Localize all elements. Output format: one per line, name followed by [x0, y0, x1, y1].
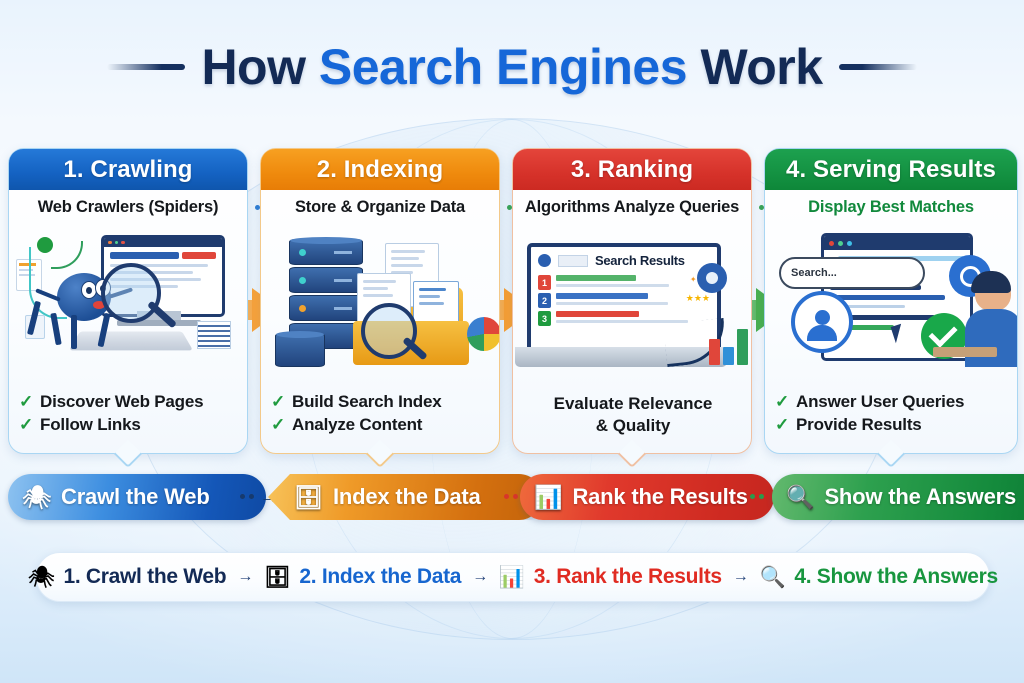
pill-show-the-answers[interactable]: 🔍 Show the Answers [772, 474, 1024, 520]
pill-label: Rank the Results [572, 484, 748, 509]
page-title: How Search Engines Work [0, 34, 1024, 100]
background-arc-2 [40, 591, 984, 683]
summary-item-label: 4. Show the Answers [794, 565, 998, 588]
step-card-subtitle: Web Crawlers (Spiders) [37, 198, 219, 216]
step-card-serving-results[interactable]: 4. Serving Results Display Best Matches [764, 148, 1018, 469]
step-card-subtitle: Display Best Matches [808, 198, 974, 216]
pill-crawl-the-web[interactable]: 🕷 Crawl the Web [8, 474, 266, 520]
pill-label: Index the Data [333, 484, 481, 509]
card-notch [617, 439, 647, 469]
bullet-item: ✓ Answer User Queries [775, 391, 1009, 414]
bullet-label: Provide Results [796, 415, 922, 435]
step-card-header: 2. Indexing [261, 149, 499, 190]
rank-badge: 1 [538, 275, 551, 290]
spider-icon: 🕷 [22, 483, 51, 510]
summary-item-label: 1. Crawl the Web [63, 565, 227, 588]
step-card-indexing[interactable]: 2. Indexing Store & Organize Data [260, 148, 500, 469]
card-notch [365, 439, 395, 469]
step-card-crawling[interactable]: 1. Crawling Web Crawlers (Spiders) [8, 148, 248, 469]
bullet-item: ✓ Analyze Content [271, 414, 491, 437]
page-title-text: How Search Engines Work [201, 38, 823, 96]
step-card-bullets: Evaluate Relevance & Quality [523, 393, 743, 437]
ranking-illustration: Search Results 1 ✦✧✕ 2 [513, 229, 751, 369]
magnifier-icon: 🔍 [786, 483, 815, 510]
card-notch [113, 439, 143, 469]
step-card-ranking[interactable]: 3. Ranking Algorithms Analyze Queries Se… [512, 148, 752, 469]
bullet-label: Discover Web Pages [40, 392, 204, 412]
title-rule-right [838, 64, 917, 70]
rank-badge: 2 [538, 293, 551, 308]
pill-index-the-data[interactable]: 🗄 Index the Data [268, 474, 542, 520]
crawling-illustration [9, 229, 247, 369]
check-icon: ✓ [775, 415, 790, 435]
summary-item-label: 2. Index the Data [299, 565, 462, 588]
title-rule-left [107, 64, 186, 70]
step-card-bullets: ✓ Discover Web Pages ✓ Follow Links [19, 391, 239, 437]
step-card-bullets: ✓ Build Search Index ✓ Analyze Content [271, 391, 491, 437]
bullet-item: ✓ Follow Links [19, 414, 239, 437]
results-panel-title: Search Results [595, 253, 685, 268]
step-card-subtitle: Store & Organize Data [294, 198, 465, 216]
summary-bar: 🕷 1. Crawl the Web → 🗄 2. Index the Data… [28, 552, 998, 602]
pill-label: Show the Answers [824, 484, 1017, 509]
bullet-label: Evaluate Relevance [553, 393, 713, 413]
magnifier-icon: 🔍 [759, 565, 786, 589]
check-icon: ✓ [19, 415, 34, 435]
step-card-subtitle: Algorithms Analyze Queries [524, 198, 740, 216]
title-part-1: How [201, 39, 319, 95]
search-bubble: Search... [779, 257, 925, 289]
serving-illustration: Search... [765, 229, 1017, 369]
bullet-label: Follow Links [40, 415, 141, 435]
bullet-item: ✓ Provide Results [775, 414, 1009, 437]
title-part-2: Search Engines [318, 39, 688, 95]
step-card-header: 1. Crawling [9, 149, 247, 190]
check-icon: ✓ [271, 415, 286, 435]
bullet-label: Build Search Index [292, 392, 442, 412]
arrow-icon: → [732, 568, 749, 585]
action-pills-row: 🕷 Crawl the Web → 🗄 Index the Data → 📊 R… [0, 474, 1024, 522]
background-arc-1 [0, 591, 1024, 683]
bullet-item: ✓ Build Search Index [271, 391, 491, 414]
summary-item-label: 3. Rank the Results [533, 565, 722, 588]
bullet-label: Analyze Content [292, 415, 423, 435]
database-icon: 🗄 [264, 565, 291, 589]
title-part-3: Work [687, 39, 823, 95]
indexing-illustration [261, 229, 499, 369]
steps-row: 1. Crawling Web Crawlers (Spiders) [0, 148, 1024, 469]
bar-chart-icon: 📊 [534, 483, 563, 510]
step-card-header: 3. Ranking [513, 149, 751, 190]
check-icon: ✓ [271, 392, 286, 412]
arrow-icon: → [472, 568, 488, 585]
pill-label: Crawl the Web [61, 484, 210, 509]
bullet-item: ✓ Discover Web Pages [19, 391, 239, 414]
bullet-label: & Quality [595, 415, 671, 435]
bullet-label: Answer User Queries [796, 392, 965, 412]
check-icon: ✓ [19, 392, 34, 412]
spider-icon: 🕷 [28, 565, 55, 589]
step-card-bullets: ✓ Answer User Queries ✓ Provide Results [775, 391, 1009, 437]
database-icon: 🗄 [294, 483, 323, 510]
bar-chart-icon: 📊 [498, 565, 525, 589]
card-notch [876, 439, 906, 469]
check-icon: ✓ [775, 392, 790, 412]
pill-rank-the-results[interactable]: 📊 Rank the Results [520, 474, 774, 520]
rank-badge: 3 [538, 311, 551, 326]
arrow-icon: → [237, 568, 254, 585]
step-card-header: 4. Serving Results [765, 149, 1017, 190]
